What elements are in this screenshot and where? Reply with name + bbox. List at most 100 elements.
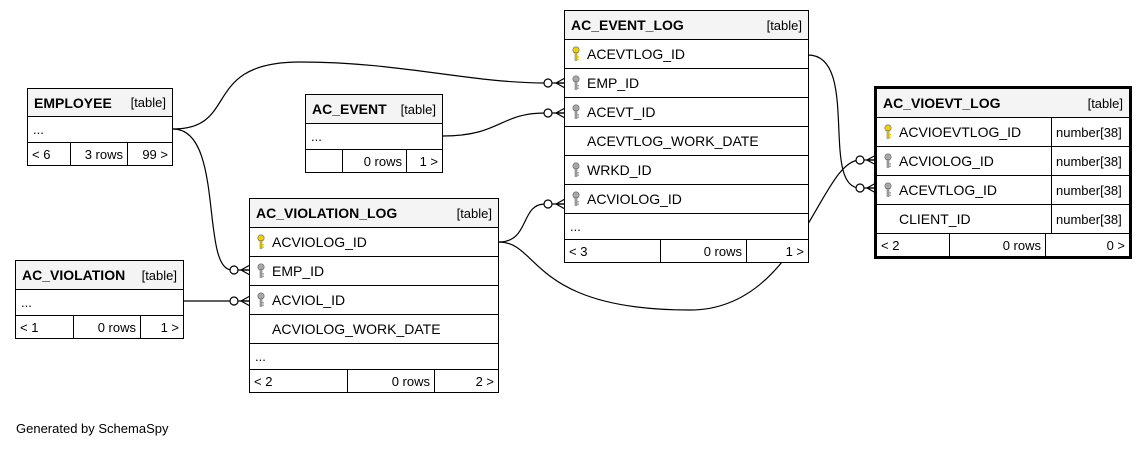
table-ac-event-log[interactable]: AC_EVENT_LOG [table] ACEVTLOG_ID EMP_ID …	[564, 10, 809, 263]
table-kind: [table]	[400, 101, 436, 117]
table-header: AC_EVENT_LOG [table]	[565, 11, 808, 40]
table-footer: 0 rows 1 >	[306, 150, 442, 172]
column-row[interactable]: EMP_ID	[250, 257, 498, 286]
column-row[interactable]: ACVIOLOG_WORK_DATE	[250, 315, 498, 344]
children-link[interactable]: 99 >	[142, 146, 168, 162]
foreign-key-icon	[565, 191, 587, 207]
row-count: 0 rows	[342, 150, 407, 172]
column-name: EMP_ID	[587, 75, 640, 91]
generator-note: Generated by SchemaSpy	[16, 421, 169, 436]
table-kind: [table]	[456, 205, 492, 221]
column-name: ACVIOEVTLOG_ID	[899, 124, 1022, 140]
row-count: 0 rows	[660, 240, 747, 262]
primary-key-icon	[250, 234, 272, 250]
table-footer: < 6 3 rows 99 >	[28, 143, 172, 165]
table-ac-violation-log[interactable]: AC_VIOLATION_LOG [table] ACVIOLOG_ID EMP…	[249, 198, 499, 393]
crowfoot-marker	[229, 295, 251, 307]
table-name: AC_VIOEVT_LOG	[883, 95, 1001, 111]
column-row[interactable]: ACEVT_ID	[565, 98, 808, 127]
column-name: ACEVTLOG_WORK_DATE	[587, 133, 759, 149]
table-ac-violation[interactable]: AC_VIOLATION [table] ... < 1 0 rows 1 >	[15, 260, 184, 339]
table-name: AC_VIOLATION_LOG	[256, 205, 398, 221]
edge-employee-violation-log	[172, 128, 250, 271]
parents-link[interactable]: < 1	[20, 319, 39, 335]
parents-link[interactable]: < 2	[254, 373, 273, 389]
table-ac-event[interactable]: AC_EVENT [table] ... 0 rows 1 >	[305, 94, 443, 173]
table-header: AC_VIOLATION [table]	[16, 261, 183, 290]
row-count: 3 rows	[70, 143, 128, 165]
table-employee[interactable]: EMPLOYEE [table] ... < 6 3 rows 99 >	[27, 88, 173, 166]
crowfoot-marker	[543, 77, 566, 89]
primary-key-icon	[565, 46, 587, 62]
column-row[interactable]: WRKD_ID	[565, 156, 808, 185]
more-columns[interactable]: ...	[28, 117, 172, 143]
row-count: 0 rows	[949, 234, 1046, 256]
crowfoot-marker	[543, 198, 566, 210]
more-columns[interactable]: ...	[306, 124, 442, 150]
table-kind: [table]	[141, 267, 177, 283]
foreign-key-icon	[250, 292, 272, 308]
foreign-key-icon	[877, 153, 899, 169]
table-kind: [table]	[130, 95, 166, 110]
column-row[interactable]: EMP_ID	[565, 69, 808, 98]
children-link[interactable]: 0 >	[1106, 237, 1125, 253]
column-name: WRKD_ID	[587, 162, 652, 178]
column-name: ACVIOLOG_ID	[899, 153, 994, 169]
edge-employee-event-log	[172, 61, 565, 130]
column-name: CLIENT_ID	[899, 211, 971, 227]
table-header: AC_VIOEVT_LOG [table]	[877, 89, 1129, 118]
column-row[interactable]: ACVIOL_ID	[250, 286, 498, 315]
children-link[interactable]: 1 >	[419, 153, 438, 169]
column-row[interactable]: ACVIOEVTLOG_ID number[38]	[877, 118, 1129, 147]
foreign-key-icon	[565, 162, 587, 178]
foreign-key-icon	[250, 263, 272, 279]
column-type: number[38]	[1051, 176, 1129, 204]
row-count: 0 rows	[73, 316, 141, 338]
more-columns[interactable]: ...	[565, 214, 808, 240]
table-footer: < 1 0 rows 1 >	[16, 316, 183, 338]
table-footer: < 3 0 rows 1 >	[565, 240, 808, 262]
children-link[interactable]: 1 >	[785, 243, 804, 259]
more-columns[interactable]: ...	[16, 290, 183, 316]
foreign-key-icon	[565, 75, 587, 91]
column-name: ACVIOL_ID	[272, 292, 346, 308]
parents-link[interactable]: < 2	[881, 237, 900, 253]
parents-link[interactable]	[306, 150, 342, 172]
table-footer: < 2 0 rows 0 >	[877, 234, 1129, 256]
table-name: AC_VIOLATION	[22, 267, 126, 283]
table-kind: [table]	[766, 17, 802, 33]
children-link[interactable]: 1 >	[160, 319, 179, 335]
table-kind: [table]	[1087, 95, 1123, 111]
column-row[interactable]: ACEVTLOG_ID	[565, 40, 808, 69]
crowfoot-marker	[543, 107, 566, 119]
children-link[interactable]: 2 >	[475, 373, 494, 389]
edge-violation-log-vioevt-log	[498, 159, 876, 311]
parents-link[interactable]: < 3	[569, 243, 588, 259]
more-columns[interactable]: ...	[250, 344, 498, 370]
column-name: ACVIOLOG_ID	[587, 191, 682, 207]
edge-event-log-vioevt-log	[807, 54, 876, 189]
table-name: EMPLOYEE	[34, 94, 112, 111]
table-name: AC_EVENT	[312, 101, 387, 117]
column-name: ACVIOLOG_ID	[272, 234, 367, 250]
row-count: 0 rows	[347, 370, 435, 392]
edge-event-event-log	[442, 112, 565, 137]
foreign-key-icon	[565, 104, 587, 120]
column-row[interactable]: ACEVTLOG_WORK_DATE	[565, 127, 808, 156]
table-header: AC_VIOLATION_LOG [table]	[250, 199, 498, 228]
primary-key-icon	[877, 124, 899, 140]
column-row[interactable]: ACVIOLOG_ID	[250, 228, 498, 257]
column-name: EMP_ID	[272, 263, 325, 279]
table-header: AC_EVENT [table]	[306, 95, 442, 124]
crowfoot-marker	[229, 264, 251, 276]
parents-link[interactable]: < 6	[32, 146, 51, 162]
column-row[interactable]: ACVIOLOG_ID	[565, 185, 808, 214]
column-row[interactable]: ACEVTLOG_ID number[38]	[877, 176, 1129, 205]
column-name: ACEVTLOG_ID	[899, 182, 998, 198]
column-name: ACEVTLOG_ID	[587, 46, 686, 62]
column-type: number[38]	[1051, 118, 1129, 146]
